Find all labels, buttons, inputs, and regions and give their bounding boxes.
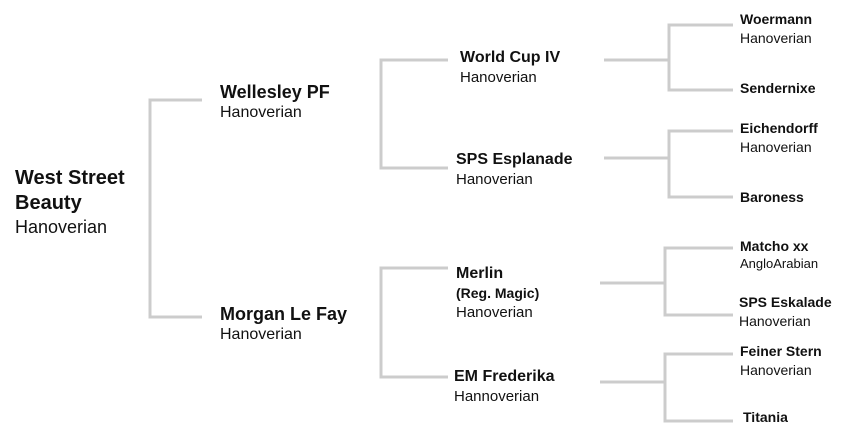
subject-name-line2: Beauty (15, 192, 82, 214)
ggp-woermann: Woermann Hanoverian (740, 10, 812, 47)
ggp-eichendorff: Eichendorff Hanoverian (740, 119, 818, 156)
subject-name-line1: West Street (15, 167, 125, 189)
ggp-name: Baroness (740, 189, 804, 205)
dam-horse: Morgan Le Fay Hanoverian (220, 303, 347, 345)
dam-dam-horse: EM Frederika Hannoverian (454, 367, 554, 406)
subject-breed: Hanoverian (15, 217, 108, 237)
dam-sire-breed: Hanoverian (456, 304, 533, 321)
sire-dam-breed: Hanoverian (456, 171, 533, 188)
ggp-breed: Hanoverian (739, 313, 811, 329)
sire-name: Wellesley PF (220, 82, 330, 102)
ggp-name: Feiner Stern (740, 343, 822, 359)
ggp-sps-eskalade: SPS Eskalade Hanoverian (739, 293, 832, 330)
connector-subject (148, 98, 202, 319)
ggp-breed: Hanoverian (740, 362, 812, 378)
ggp-breed: Hanoverian (740, 30, 812, 46)
connector-dam-sire (663, 246, 733, 317)
sire-sire-horse: World Cup IV Hanoverian (460, 48, 560, 87)
dam-breed: Hanoverian (220, 326, 302, 343)
ggp-sendernixe: Sendernixe (740, 79, 815, 98)
ggp-name: Sendernixe (740, 80, 816, 96)
ggp-name: Woermann (740, 11, 813, 27)
dam-name: Morgan Le Fay (220, 304, 348, 324)
ggp-feiner-stern: Feiner Stern Hanoverian (740, 342, 822, 379)
sire-horse: Wellesley PF Hanoverian (220, 81, 330, 123)
subject-horse: West Street Beauty Hanoverian (15, 166, 125, 238)
ggp-name: Eichendorff (740, 120, 818, 136)
connector-sire (379, 58, 448, 170)
ggp-name: Titania (743, 409, 788, 425)
sire-breed: Hanoverian (220, 104, 302, 121)
connector-sire-sire (667, 23, 733, 92)
dam-sire-name: Merlin (456, 265, 504, 282)
sire-dam-horse: SPS Esplanade Hanoverian (456, 150, 573, 189)
connector-dam-dam (663, 352, 733, 423)
dam-dam-name: EM Frederika (454, 368, 555, 385)
dam-sire-horse: Merlin (Reg. Magic) Hanoverian (456, 264, 539, 322)
sire-dam-name: SPS Esplanade (456, 151, 573, 168)
ggp-baroness: Baroness (740, 188, 804, 207)
ggp-breed: AngloArabian (740, 256, 819, 271)
connector-dam (379, 266, 448, 379)
ggp-titania: Titania (743, 408, 788, 427)
ggp-matcho-xx: Matcho xx AngloArabian (740, 237, 818, 272)
dam-dam-breed: Hannoverian (454, 388, 540, 405)
sire-sire-breed: Hanoverian (460, 69, 537, 86)
sire-sire-name: World Cup IV (460, 49, 561, 66)
ggp-name: SPS Eskalade (739, 294, 832, 310)
dam-sire-note: (Reg. Magic) (456, 285, 540, 301)
ggp-breed: Hanoverian (740, 139, 812, 155)
ggp-name: Matcho xx (740, 238, 809, 254)
connector-sire-dam (667, 129, 733, 199)
